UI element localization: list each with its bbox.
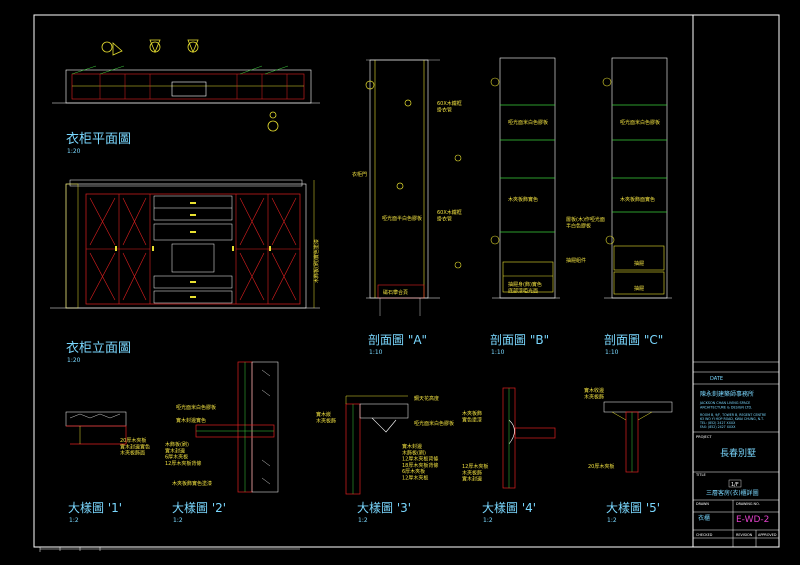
detail-3: 實木嵌木夾板飾 鋼天花高度 啞光面米白色膠板 實木封邊木飾板(刷)12厚木夾板背… bbox=[316, 395, 454, 524]
section-b-title: 剖面圖 "B" bbox=[490, 333, 549, 347]
wardrobe-plan-scale: 1:20 bbox=[67, 148, 81, 155]
detail-1: 20厚木夾板實木封邊實色木夾板飾面 大樣圖 '1' 1:2 bbox=[65, 411, 150, 524]
company-name: 陳永釗建築師事務所 bbox=[700, 390, 754, 398]
section-a-note-base: 磁石攀合頁 bbox=[383, 289, 408, 296]
section-b-note-2: 木夾板飾實色 bbox=[508, 196, 538, 203]
detail-1-title: 大樣圖 '1' bbox=[68, 500, 122, 515]
section-c: 啞光面米白色膠板 木夾板飾面實色 層板(木)作啞光面半白色膠板 抽屜 抽屜 抽屜… bbox=[566, 57, 672, 356]
detail-4-scale: 1:2 bbox=[483, 517, 493, 524]
detail-3-scale: 1:2 bbox=[358, 517, 368, 524]
detail-3-title: 大樣圖 '3' bbox=[357, 500, 411, 515]
section-b-scale: 1:10 bbox=[491, 349, 505, 356]
section-a-title: 剖面圖 "A" bbox=[368, 333, 427, 347]
section-c-note-1: 啞光面米白色膠板 bbox=[620, 119, 660, 126]
title-block-top-label: DATE bbox=[710, 376, 723, 382]
detail-3-note-2: 鋼天花高度 bbox=[414, 395, 439, 402]
elev-side-note: 木飾板(刷)實色塗漆 bbox=[313, 239, 320, 283]
section-a-note-mid2: 60X木鐵框掛衣管 bbox=[437, 209, 462, 222]
detail-5-scale: 1:2 bbox=[607, 517, 617, 524]
revision-label: REVISION bbox=[736, 533, 753, 537]
section-c-note-2: 木夾板飾面實色 bbox=[620, 196, 655, 203]
detail-4-title: 大樣圖 '4' bbox=[482, 500, 536, 515]
detail-1-note: 20厚木夾板實木封邊實色木夾板飾面 bbox=[120, 437, 150, 457]
section-a-note-mid: 啞光面半白色膠板 bbox=[382, 215, 422, 222]
section-a-note-top: 60X木鐵框掛衣管 bbox=[437, 100, 462, 113]
section-c-note-3: 層板(木)作啞光面半白色膠板 bbox=[566, 216, 605, 229]
wardrobe-plan-title: 衣柜平面圖 bbox=[66, 131, 131, 147]
detail-2-title: 大樣圖 '2' bbox=[172, 500, 226, 515]
detail-5-note-2: 20厚木夾板 bbox=[588, 463, 614, 470]
drawn-value: 衣櫃 bbox=[698, 514, 710, 522]
detail-5-title: 大樣圖 '5' bbox=[606, 500, 660, 515]
detail-5: 實木收邊木夾板飾 20厚木夾板 大樣圖 '5' 1:2 bbox=[584, 387, 673, 524]
project-label: PROJECT bbox=[696, 435, 712, 439]
section-a-note-door: 衣柜門 bbox=[352, 171, 367, 178]
level-label: 1/F bbox=[731, 482, 739, 488]
drawn-label: DRAWN bbox=[696, 502, 709, 506]
section-a: 60X木鐵框掛衣管 衣柜門 啞光面半白色膠板 60X木鐵框掛衣管 磁石攀合頁 剖… bbox=[352, 59, 462, 356]
drawing-number: E-WD-2 bbox=[736, 515, 769, 525]
title-block: DATE 陳永釗建築師事務所 JACKSON CHAN LIVING SPACE… bbox=[693, 361, 779, 547]
detail-4-note-1: 木夾板飾實色塗漆 bbox=[462, 410, 482, 423]
detail-1-scale: 1:2 bbox=[69, 517, 79, 524]
title-label: TITLE bbox=[695, 473, 706, 477]
project-name: 長春別墅 bbox=[720, 447, 756, 459]
drawing-title: 三層客房(衣)櫃詳圖 bbox=[706, 489, 759, 497]
section-b-note-1: 啞光面米白色膠板 bbox=[508, 119, 548, 126]
section-c-note-4: 抽屜 bbox=[634, 260, 644, 267]
wardrobe-elev-scale: 1:20 bbox=[67, 357, 81, 364]
wardrobe-elev-title: 衣柜立面圖 bbox=[66, 340, 131, 356]
detail-2-note-1: 啞光面米白色膠板 bbox=[176, 404, 216, 411]
section-a-scale: 1:10 bbox=[369, 349, 383, 356]
wardrobe-plan: 衣柜平面圖 1:20 bbox=[52, 39, 320, 155]
approved-label: APPROVED bbox=[758, 533, 777, 537]
drawing-no-label: DRAWING NO. bbox=[736, 502, 760, 506]
detail-3-note-3: 啞光面米白色膠板 bbox=[414, 420, 454, 427]
section-c-note-5: 抽屜 bbox=[634, 285, 644, 292]
detail-5-note-1: 實木收邊木夾板飾 bbox=[584, 387, 604, 400]
section-b-note-3: 抽屜身(飾)實色底部漆啞光面 bbox=[508, 281, 542, 294]
section-c-scale: 1:10 bbox=[605, 349, 619, 356]
bottom-ruler bbox=[39, 547, 300, 552]
detail-2-note-2: 實木封邊實色 bbox=[176, 417, 206, 424]
section-c-title: 剖面圖 "C" bbox=[604, 333, 663, 347]
section-b: 啞光面米白色膠板 木夾板飾實色 抽屜身(飾)實色底部漆啞光面 剖面圖 "B" 1… bbox=[454, 57, 560, 356]
wardrobe-elevation: 木飾板(刷)實色塗漆 衣柜立面圖 1:20 bbox=[50, 179, 320, 364]
checked-label: CHECKED bbox=[696, 533, 713, 537]
detail-2-scale: 1:2 bbox=[173, 517, 183, 524]
detail-2-note-4: 木夾板飾實色塗漆 bbox=[172, 480, 212, 487]
detail-4: 木夾板飾實色塗漆 12厚木夾板木夾板飾實木封邊 大樣圖 '4' 1:2 bbox=[462, 387, 556, 524]
detail-3-note-1: 實木嵌木夾板飾 bbox=[316, 411, 336, 424]
section-c-note-6: 抽屜組件 bbox=[566, 257, 586, 264]
detail-4-note-2: 12厚木夾板木夾板飾實木封邊 bbox=[462, 463, 488, 483]
